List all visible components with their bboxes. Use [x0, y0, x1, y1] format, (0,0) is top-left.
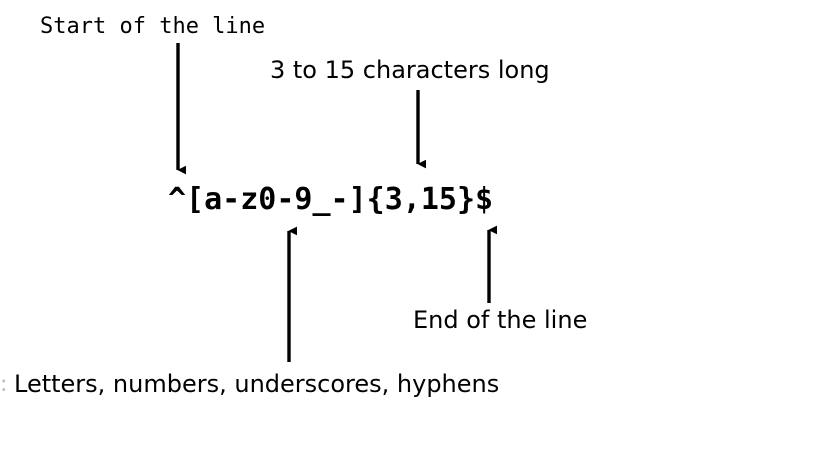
label-start-of-line: Start of the line: [40, 14, 266, 39]
label-end-of-line: End of the line: [413, 306, 588, 334]
clipped-edge-glyph: :: [0, 372, 8, 397]
regex-pattern-text: ^[a-z0-9_-]{3,15}$: [168, 182, 494, 217]
label-length-quantifier: 3 to 15 characters long: [270, 56, 550, 84]
label-character-class: Letters, numbers, underscores, hyphens: [14, 370, 500, 398]
